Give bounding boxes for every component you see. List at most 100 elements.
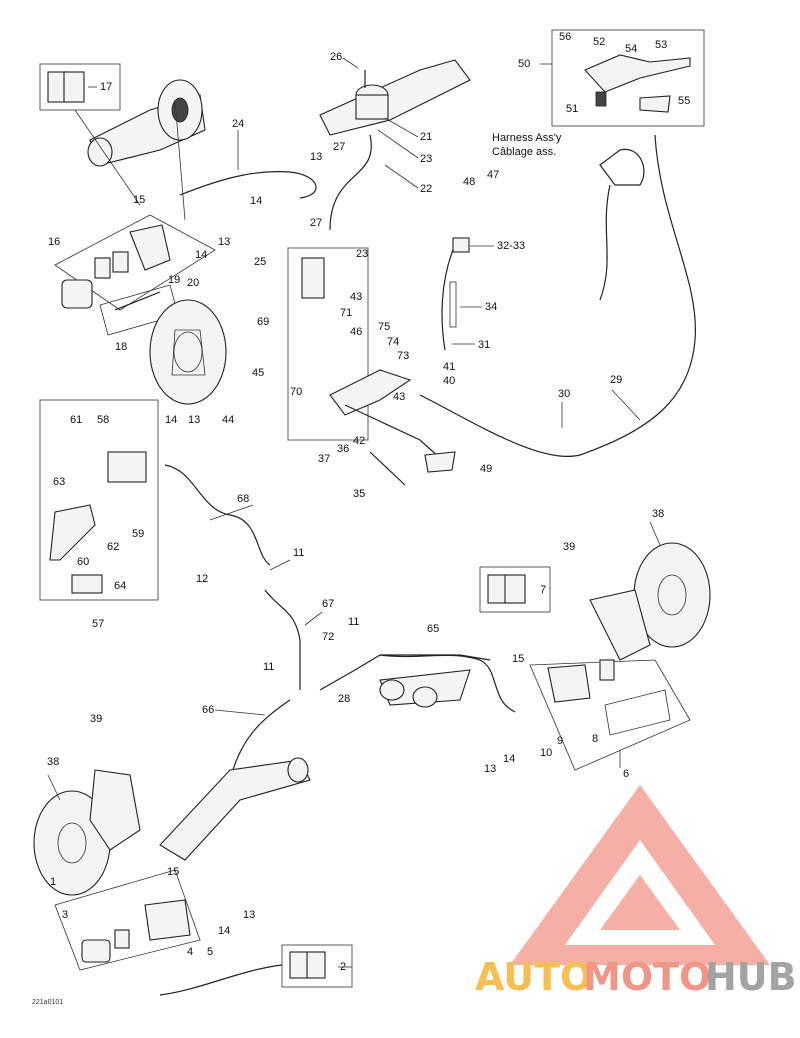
callout-53: 53 (655, 39, 667, 51)
callout-21: 21 (420, 131, 432, 143)
callout-71: 71 (340, 307, 352, 319)
watermark-logo: AUTO MOTO HUB (475, 785, 797, 999)
callout-40: 40 (443, 375, 455, 387)
callout-11c: 11 (263, 661, 274, 673)
rear-caliper-box-57 (39, 399, 271, 601)
callout-42: 42 (353, 435, 365, 447)
callout-60: 60 (77, 556, 89, 568)
callout-50: 50 (518, 58, 530, 70)
front-hub-assembly (39, 63, 206, 221)
callout-61: 61 (70, 414, 82, 426)
callout-64: 64 (114, 580, 126, 592)
callout-13b: 13 (218, 236, 230, 248)
callout-6: 6 (623, 768, 629, 780)
callout-43b: 43 (393, 391, 405, 403)
callout-35: 35 (353, 488, 365, 500)
callout-70: 70 (290, 386, 302, 398)
callout-7: 7 (540, 584, 546, 596)
callout-9: 9 (557, 735, 563, 747)
callout-46: 46 (350, 326, 362, 338)
callout-14b: 14 (195, 249, 207, 261)
callout-49: 49 (480, 463, 492, 475)
brake-pedal-assembly (287, 247, 456, 486)
callout-18: 18 (115, 341, 127, 353)
handlebar-master-cylinder (319, 59, 471, 231)
callout-74: 74 (387, 336, 399, 348)
callout-29: 29 (610, 374, 622, 386)
callout-65: 65 (427, 623, 439, 635)
callout-15c: 15 (167, 866, 179, 878)
callout-13e: 13 (243, 909, 255, 921)
harness-label-line1: Harness Ass'y (492, 132, 562, 144)
callout-labels: 17 24 26 21 27 13 23 22 14 15 27 16 14 1… (32, 31, 690, 1006)
callout-67: 67 (322, 598, 334, 610)
callout-17: 17 (100, 81, 112, 93)
callout-44: 44 (222, 414, 234, 426)
callout-57: 57 (92, 618, 104, 630)
callout-34: 34 (485, 301, 497, 313)
callout-14d: 14 (503, 753, 515, 765)
reference-code: 221a0101 (32, 999, 63, 1006)
callout-12: 12 (196, 573, 208, 585)
callout-14a: 14 (250, 195, 262, 207)
callout-23b: 23 (356, 248, 368, 260)
leader-lines (47, 57, 661, 968)
callout-11a: 11 (293, 547, 304, 559)
callout-45: 45 (252, 367, 264, 379)
callout-11b: 11 (348, 616, 359, 628)
callout-16: 16 (48, 236, 60, 248)
callout-10: 10 (540, 747, 552, 759)
callout-36: 36 (337, 443, 349, 455)
upper-left-caliper-group (54, 214, 216, 336)
callout-66: 66 (202, 704, 214, 716)
callout-63: 63 (53, 476, 65, 488)
callout-27b: 27 (310, 217, 322, 229)
callout-15b: 15 (512, 653, 524, 665)
callout-14e: 14 (218, 925, 230, 937)
callout-23a: 23 (420, 153, 432, 165)
brake-line-24 (179, 171, 317, 199)
callout-73: 73 (397, 350, 409, 362)
callout-37: 37 (318, 453, 330, 465)
callout-58: 58 (97, 414, 109, 426)
callout-51: 51 (566, 103, 578, 115)
callout-13d: 13 (484, 763, 496, 775)
callout-27a: 27 (333, 141, 345, 153)
callout-19: 19 (168, 274, 180, 286)
callout-15a: 15 (133, 194, 145, 206)
callout-32-33: 32-33 (497, 240, 525, 252)
callout-25: 25 (254, 256, 266, 268)
callout-52: 52 (593, 36, 605, 48)
callout-3: 3 (62, 909, 68, 921)
lower-left-disc-and-arm (33, 757, 353, 996)
callout-54: 54 (625, 43, 637, 55)
watermark-auto: AUTO (475, 955, 592, 999)
callout-56: 56 (559, 31, 571, 43)
callout-1: 1 (50, 876, 56, 888)
callout-72: 72 (322, 631, 334, 643)
callout-31: 31 (478, 339, 490, 351)
callout-39a: 39 (563, 541, 575, 553)
callout-47: 47 (487, 169, 499, 181)
callout-14c: 14 (165, 414, 177, 426)
cable-29-and-harness (419, 134, 697, 457)
callout-8: 8 (592, 733, 598, 745)
callout-48: 48 (463, 176, 475, 188)
front-brake-disc-44 (149, 299, 227, 405)
callout-30: 30 (558, 388, 570, 400)
callout-43a: 43 (350, 291, 362, 303)
watermark-moto: MOTO (583, 955, 711, 999)
callout-75: 75 (378, 321, 390, 333)
right-front-disc-and-caliper (479, 542, 711, 771)
parking-brake-lever-box (551, 29, 705, 127)
callout-41: 41 (443, 361, 455, 373)
callout-59: 59 (132, 528, 144, 540)
callout-38b: 38 (47, 756, 59, 768)
callout-55: 55 (678, 95, 690, 107)
callout-39b: 39 (90, 713, 102, 725)
callout-38a: 38 (652, 508, 664, 520)
callout-13a: 13 (310, 151, 322, 163)
callout-20: 20 (187, 277, 199, 289)
harness-label-line2: Câblage ass. (492, 146, 556, 158)
